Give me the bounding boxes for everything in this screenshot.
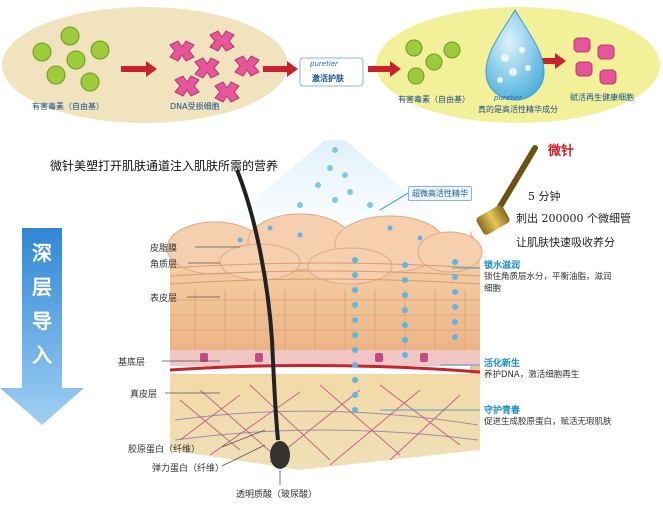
layer-horny: 角质层 [150, 260, 178, 270]
toxin-group-left [32, 26, 110, 92]
top-arrow-1 [121, 61, 157, 77]
drop-caption: 真的是高活性精华成分 [478, 105, 558, 114]
top-arrow-4 [538, 53, 566, 69]
label-collagen: 胶原蛋白（纤维） [128, 445, 201, 455]
brand-sub: 激活护肤 [312, 74, 344, 83]
healthy-cells [573, 37, 617, 85]
deep-arrow-text: 深 层 导 入 [26, 236, 58, 372]
top-arrow-3 [368, 61, 401, 77]
micro-line1: 5 分钟 [528, 190, 561, 203]
benefit-2: 活化新生 养护DNA，激活细胞再生 [484, 356, 579, 381]
micro-line2: 刺出 200000 个微细管 [516, 212, 631, 225]
label-elastin: 弹力蛋白（纤维） [152, 464, 225, 474]
benefit-1: 锁水滋润 锁住角质层水分，平衡油脂，滋润 细胞 [484, 258, 612, 295]
label-hyaluronic: 透明质酸（玻尿酸） [236, 490, 318, 500]
brand-logo: puretier [310, 60, 338, 68]
micro-line3: 让肌肤快速吸收养分 [516, 236, 615, 249]
deep-char-4: 入 [32, 343, 52, 367]
deep-char-3: 导 [32, 309, 52, 333]
essence-channels [237, 225, 458, 413]
micro-title: 微针 [548, 144, 575, 159]
benefit-3: 守护青春 促进生成胶原蛋白，赋活无瑕肌肤 [484, 403, 612, 428]
left-toxin-caption: 有害毒素（自由基） [32, 102, 104, 111]
layer-epidermis: 表皮层 [150, 294, 178, 304]
dna-caption: DNA受损细胞 [170, 102, 220, 111]
drop-brand: puretier [494, 94, 522, 102]
essence-label: 超微高活性精华 [408, 186, 472, 201]
healthy-caption: 赋活再生健康细胞 [570, 93, 634, 102]
benefit-1-title: 锁水滋润 [484, 261, 521, 271]
layer-film: 皮脂膜 [150, 244, 178, 254]
essence-drops [297, 147, 373, 208]
layer-basal: 基底层 [118, 358, 146, 368]
deep-char-2: 层 [32, 275, 52, 299]
benefit-1-desc1: 锁住角质层水分，平衡油脂，滋润 [484, 272, 612, 282]
right-toxin-caption: 有害毒素（自由基） [398, 95, 470, 104]
benefit-3-desc1: 促进生成胶原蛋白，赋活无瑕肌肤 [484, 417, 612, 427]
deep-arrow [0, 228, 84, 425]
benefit-2-title: 活化新生 [484, 359, 521, 369]
headline: 微针美塑打开肌肤通道注入肌肤所需的营养 [50, 159, 279, 173]
layer-dermis: 真皮层 [130, 390, 158, 400]
hair [235, 169, 290, 469]
top-arrow-2 [263, 61, 298, 77]
brand-box [299, 57, 364, 87]
essence-beam [230, 140, 440, 220]
benefit-1-desc2: 细胞 [484, 284, 502, 294]
dna-cells [169, 30, 260, 103]
skin-block [166, 213, 483, 470]
deep-char-1: 深 [32, 241, 52, 265]
benefit-2-desc1: 养护DNA，激活细胞再生 [484, 370, 580, 380]
toxin-group-right [405, 39, 461, 85]
benefit-3-title: 守护青春 [484, 406, 521, 416]
microneedle-roller [476, 145, 538, 235]
